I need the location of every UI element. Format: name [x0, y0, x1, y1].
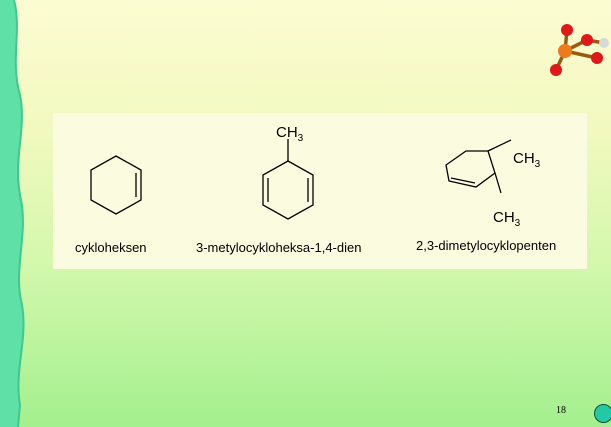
decorative-left-band [0, 0, 25, 427]
phosphoric-acid-model-icon [550, 24, 609, 76]
cyclohexene-structure [90, 155, 142, 215]
circle-nav-icon[interactable] [594, 404, 611, 423]
methyl-group-label: CH3 [513, 150, 541, 170]
hydrogen-atom [599, 38, 609, 48]
structures-panel: cykloheksen CH3 3-metylocykloheksa-1,4-d… [53, 113, 587, 269]
molecule-name-cyclohexene: cykloheksen [75, 240, 147, 255]
methylcyclohexadiene-structure [262, 139, 314, 220]
oxygen-atom [581, 34, 593, 46]
oxygen-atom [591, 52, 603, 64]
methyl-group-label: CH3 [276, 124, 304, 144]
methyl-group-label: CH3 [493, 209, 521, 229]
phosphorus-atom [558, 44, 572, 58]
dimethylcyclopentene-structure [445, 139, 512, 194]
molecule-name-dimethylcyclopentene: 2,3-dimetylocyklopenten [416, 238, 557, 253]
molecule-name-methylcyclohexadiene: 3-metylocykloheksa-1,4-dien [196, 240, 362, 255]
page-number: 18 [556, 405, 566, 416]
oxygen-atom [561, 24, 573, 36]
oxygen-atom [550, 64, 562, 76]
